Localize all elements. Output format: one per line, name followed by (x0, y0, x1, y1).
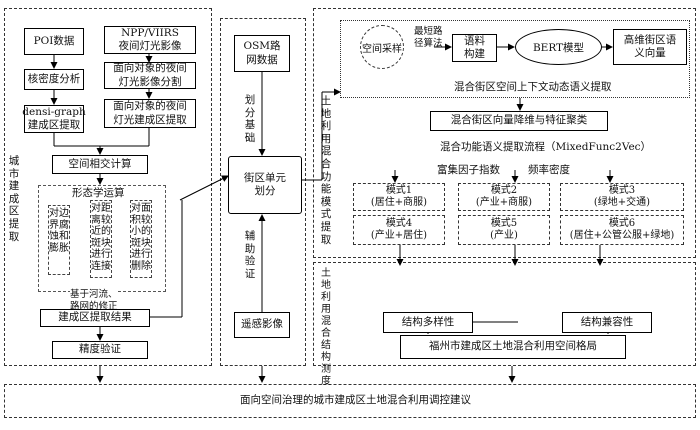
shortest-path-label: 最短路 径算法 (414, 26, 443, 49)
bert-model-node: BERT模型 (515, 29, 602, 65)
mode-4-desc: (产业+居住) (370, 230, 428, 241)
left-section-frame (4, 8, 212, 366)
remote-sensing-box: 遥感影像 (234, 312, 290, 338)
correction-note: 基于河流、 路网的修正 (70, 289, 118, 313)
morph-delete-small: 对面积较小的斑块进行删除 (130, 200, 152, 278)
aux-verify-label: 辅助验证 (244, 230, 256, 280)
mode-2-title: 模式2 (490, 184, 518, 196)
kernel-density-box: 核密度分析 (24, 69, 84, 90)
bottom-section-frame (4, 384, 696, 418)
semantic-extraction-frame (340, 20, 690, 98)
regulation-suggestion: 面向空间治理的城市建成区土地混合利用调控建议 (240, 394, 471, 406)
structure-compatibility-box: 结构兼容性 (562, 312, 652, 333)
osm-road-data-box: OSM路 网数据 (234, 35, 290, 72)
mode-2-desc: (产业+商服) (475, 197, 533, 208)
extraction-result-box: 建成区提取结果 (40, 309, 150, 327)
night-light-extraction-box: 面向对象的夜间 灯光建成区提取 (104, 99, 196, 128)
fuzhou-pattern-box: 福州市建成区土地混合利用空间格局 (400, 335, 626, 359)
frequency-density-label: 频率密度 (528, 164, 570, 176)
mode-2-box: 模式2 (产业+商服) (458, 183, 550, 211)
morphology-title: 形态学运算 (72, 187, 125, 199)
mode-5-title: 模式5 (490, 217, 518, 229)
poi-data-box: POI数据 (24, 28, 84, 55)
mode-6-box: 模式6 (居住+公管公服+绿地) (560, 215, 684, 245)
right-top-section-frame (313, 8, 696, 258)
mode-1-box: 模式1 (居住+商服) (353, 183, 445, 211)
corpus-construction-box: 语料 构建 (452, 34, 497, 62)
middle-section-frame (220, 18, 306, 366)
mode-4-title: 模式4 (385, 217, 413, 229)
spatial-intersection-box: 空间相交计算 (52, 155, 148, 174)
densi-graph-box: densi-graph 建成区提取 (22, 105, 86, 133)
mode-3-box: 模式3 (绿地+交通) (560, 183, 684, 211)
structure-diversity-box: 结构多样性 (383, 312, 473, 333)
mode-5-desc: (产业) (490, 230, 518, 241)
mode-6-desc: (居住+公管公服+绿地) (569, 230, 675, 241)
morph-erosion-dilation: 对边界腐蚀和膨胀 (48, 205, 70, 275)
hd-block-vector-box: 高维街区语 义向量 (613, 29, 687, 65)
flow-title: 混合功能语义提取流程（MixedFunc2Vec） (440, 141, 652, 153)
dim-reduction-box: 混合街区向量降维与特征聚类 (430, 111, 608, 131)
block-unit-division-box: 街区单元 划分 (228, 156, 302, 214)
divide-basis-label: 划分基础 (244, 94, 256, 144)
mode-1-desc: (居住+商服) (370, 197, 428, 208)
mode-3-desc: (绿地+交通) (593, 197, 651, 208)
mode-3-title: 模式3 (608, 184, 636, 196)
night-light-segmentation-box: 面向对象的夜间 灯光影像分割 (104, 62, 196, 89)
right-top-section-label: 土地利用混合功能模式提取 (320, 95, 332, 246)
spatial-sampling-node: 空间采样 (360, 25, 404, 69)
mode-5-box: 模式5 (产业) (458, 215, 550, 245)
mode-4-box: 模式4 (产业+居住) (353, 215, 445, 245)
morph-connect-patches: 对距离较近的斑块进行连接 (90, 200, 112, 278)
right-bottom-section-frame (313, 262, 696, 366)
right-bottom-section-label: 土地利用混合结构测度 (321, 268, 331, 387)
left-section-label: 城市建成区提取 (8, 155, 20, 243)
semantic-extract-caption: 混合街区空间上下文动态语义提取 (454, 81, 612, 93)
accuracy-validation-box: 精度验证 (52, 341, 148, 359)
mode-1-title: 模式1 (385, 184, 413, 196)
mode-6-title: 模式6 (608, 217, 636, 229)
enrichment-index-label: 富集因子指数 (437, 164, 500, 176)
npp-viirs-box: NPP/VIIRS 夜间灯光影像 (104, 26, 196, 54)
